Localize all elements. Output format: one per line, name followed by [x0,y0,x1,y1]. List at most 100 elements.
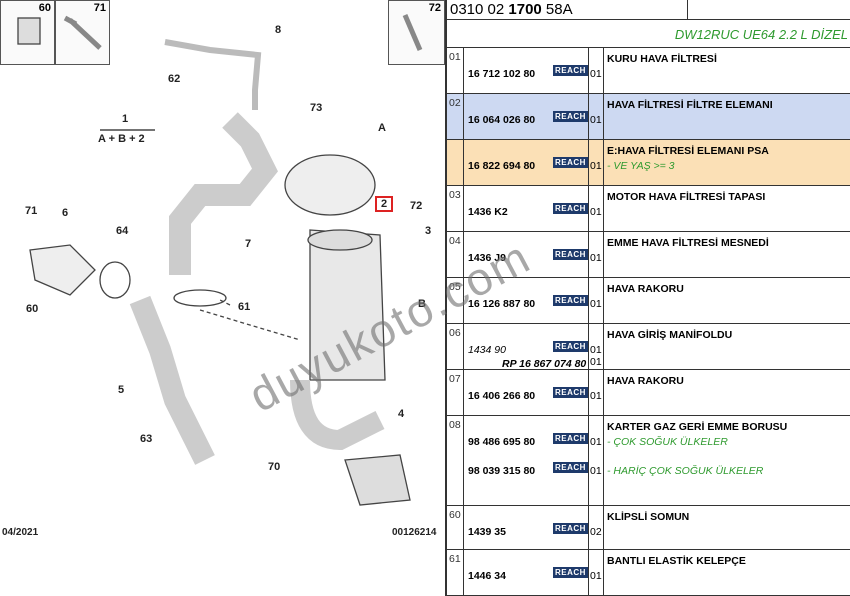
reach-badge: REACH [553,462,588,473]
replacement-part-number[interactable]: RP 16 867 074 80 [502,358,587,370]
parts-diagram: 60 71 72 8 62 1 A + B + 2 73 A 71 6 64 7… [0,0,445,538]
callout-64[interactable]: 64 [116,225,129,237]
callout-72[interactable]: 72 [410,200,423,212]
thumb-label: 71 [93,2,106,14]
assembly-formula: A + B + 2 [98,133,145,145]
callout-8[interactable]: 8 [275,24,282,36]
callout-1[interactable]: 1 [122,113,129,125]
reach-badge: REACH [553,567,588,578]
diagram-ref: 00126214 [392,527,437,538]
part-note: - HARİÇ ÇOK SOĞUK ÜLKELER [607,465,764,477]
callout-62[interactable]: 62 [168,73,181,85]
row-index: 06 [449,327,461,339]
part-number[interactable]: 16 822 694 80 [468,160,536,172]
part-description: KURU HAVA FİLTRESİ [607,53,717,65]
reach-badge: REACH [553,387,588,398]
callout-60[interactable]: 60 [26,303,39,315]
callout-B[interactable]: B [418,298,426,310]
part-description: HAVA FİLTRESİ FİLTRE ELEMANI [607,99,773,111]
row-index: 07 [449,373,461,385]
table-row[interactable]: 61 1446 34 REACH 01 BANTLI ELASTİK KELEP… [447,550,850,596]
diagram-drawing [17,14,423,506]
header-prefix: 0310 02 [450,1,509,18]
quantity: 01 [590,68,602,80]
reach-badge: REACH [553,433,588,444]
callout-4[interactable]: 4 [398,408,405,420]
header-bold: 1700 [508,1,542,18]
reach-badge: REACH [553,111,588,122]
header-divider [687,0,688,20]
part-description: HAVA GİRİŞ MANİFOLDU [607,329,733,341]
quantity: 01 [590,344,602,356]
table-row[interactable]: 16 822 694 80 REACH 01 E:HAVA FİLTRESİ E… [447,140,850,186]
reach-badge: REACH [553,295,588,306]
quantity: 01 [590,114,602,126]
table-row[interactable]: 04 1436 J9 REACH 01 EMME HAVA FİLTRESİ M… [447,232,850,278]
row-index: 05 [449,281,461,293]
callout-73[interactable]: 73 [310,102,323,114]
callout-5[interactable]: 5 [118,384,125,396]
callout-63[interactable]: 63 [140,433,153,445]
table-row[interactable]: 07 16 406 266 80 REACH 01 HAVA RAKORU [447,370,850,416]
part-description: E:HAVA FİLTRESİ ELEMANI PSA [607,145,769,157]
callout-3[interactable]: 3 [425,225,432,237]
part-note: - ÇOK SOĞUK ÜLKELER [607,436,728,448]
quantity: 01 [590,160,602,172]
reach-badge: REACH [553,157,588,168]
row-index: 61 [449,553,461,565]
callout-6[interactable]: 6 [62,207,69,219]
part-description: KLİPSLİ SOMUN [607,511,690,523]
callout-A[interactable]: A [378,122,386,134]
callout-61[interactable]: 61 [238,301,251,313]
part-number[interactable]: 1436 J9 [468,252,506,264]
thumb-part-71[interactable]: 71 [55,0,110,65]
part-number[interactable]: 16 064 026 80 [468,114,536,126]
part-number[interactable]: 1434 90 [468,344,506,356]
table-row[interactable]: 05 16 126 887 80 REACH 01 HAVA RAKORU [447,278,850,324]
table-row[interactable]: 08 98 486 695 80 REACH 01 KARTER GAZ GER… [447,416,850,506]
quantity: 02 [590,526,602,538]
reach-badge: REACH [553,203,588,214]
reach-badge: REACH [553,65,588,76]
part-description: BANTLI ELASTİK KELEPÇE [607,555,746,567]
table-row[interactable]: 01 16 712 102 80 REACH 01 KURU HAVA FİLT… [447,48,850,94]
callout-2-selected[interactable]: 2 [375,196,394,212]
part-number[interactable]: 16 712 102 80 [468,68,536,80]
thumb-label: 72 [428,2,441,14]
table-row[interactable]: 06 1434 90 REACH 01 HAVA GİRİŞ MANİFOLDU… [447,324,850,370]
callout-70[interactable]: 70 [268,461,281,473]
part-number[interactable]: 1446 34 [468,570,506,582]
reach-badge: REACH [553,523,588,534]
quantity: 01 [590,436,602,448]
quantity: 01 [590,206,602,218]
part-number[interactable]: 98 039 315 80 [468,465,536,477]
row-index: 08 [449,419,461,431]
engine-model: DW12RUC UE64 2.2 L DİZEL [447,20,850,48]
table-row[interactable]: 02 16 064 026 80 REACH 01 HAVA FİLTRESİ … [447,94,850,140]
part-number[interactable]: 1439 35 [468,526,506,538]
thumb-part-72[interactable]: 72 [388,0,445,65]
callout-71[interactable]: 71 [25,205,38,217]
part-number[interactable]: 16 126 887 80 [468,298,536,310]
diagram-date: 04/2021 [2,527,39,538]
part-description: HAVA RAKORU [607,283,684,295]
callout-7[interactable]: 7 [245,238,252,250]
catalog-header: 0310 02 1700 58A [447,0,850,20]
part-number[interactable]: 1436 K2 [468,206,508,218]
part-description: EMME HAVA FİLTRESİ MESNEDİ [607,237,769,249]
quantity: 01 [590,465,602,477]
header-suffix: 58A [541,1,573,18]
reach-badge: REACH [553,341,588,352]
part-number[interactable]: 98 486 695 80 [468,436,536,448]
parts-table: 0310 02 1700 58A DW12RUC UE64 2.2 L DİZE… [445,0,850,596]
row-index: 01 [449,51,461,63]
replacement-quantity: 01 [590,356,602,368]
row-index: 60 [449,509,461,521]
row-index: 02 [449,97,461,109]
table-row[interactable]: 03 1436 K2 REACH 01 MOTOR HAVA FİLTRESİ … [447,186,850,232]
quantity: 01 [590,390,602,402]
table-row[interactable]: 60 1439 35 REACH 02 KLİPSLİ SOMUN [447,506,850,550]
part-number[interactable]: 16 406 266 80 [468,390,536,402]
quantity: 01 [590,298,602,310]
thumb-part-60[interactable]: 60 [0,0,55,65]
